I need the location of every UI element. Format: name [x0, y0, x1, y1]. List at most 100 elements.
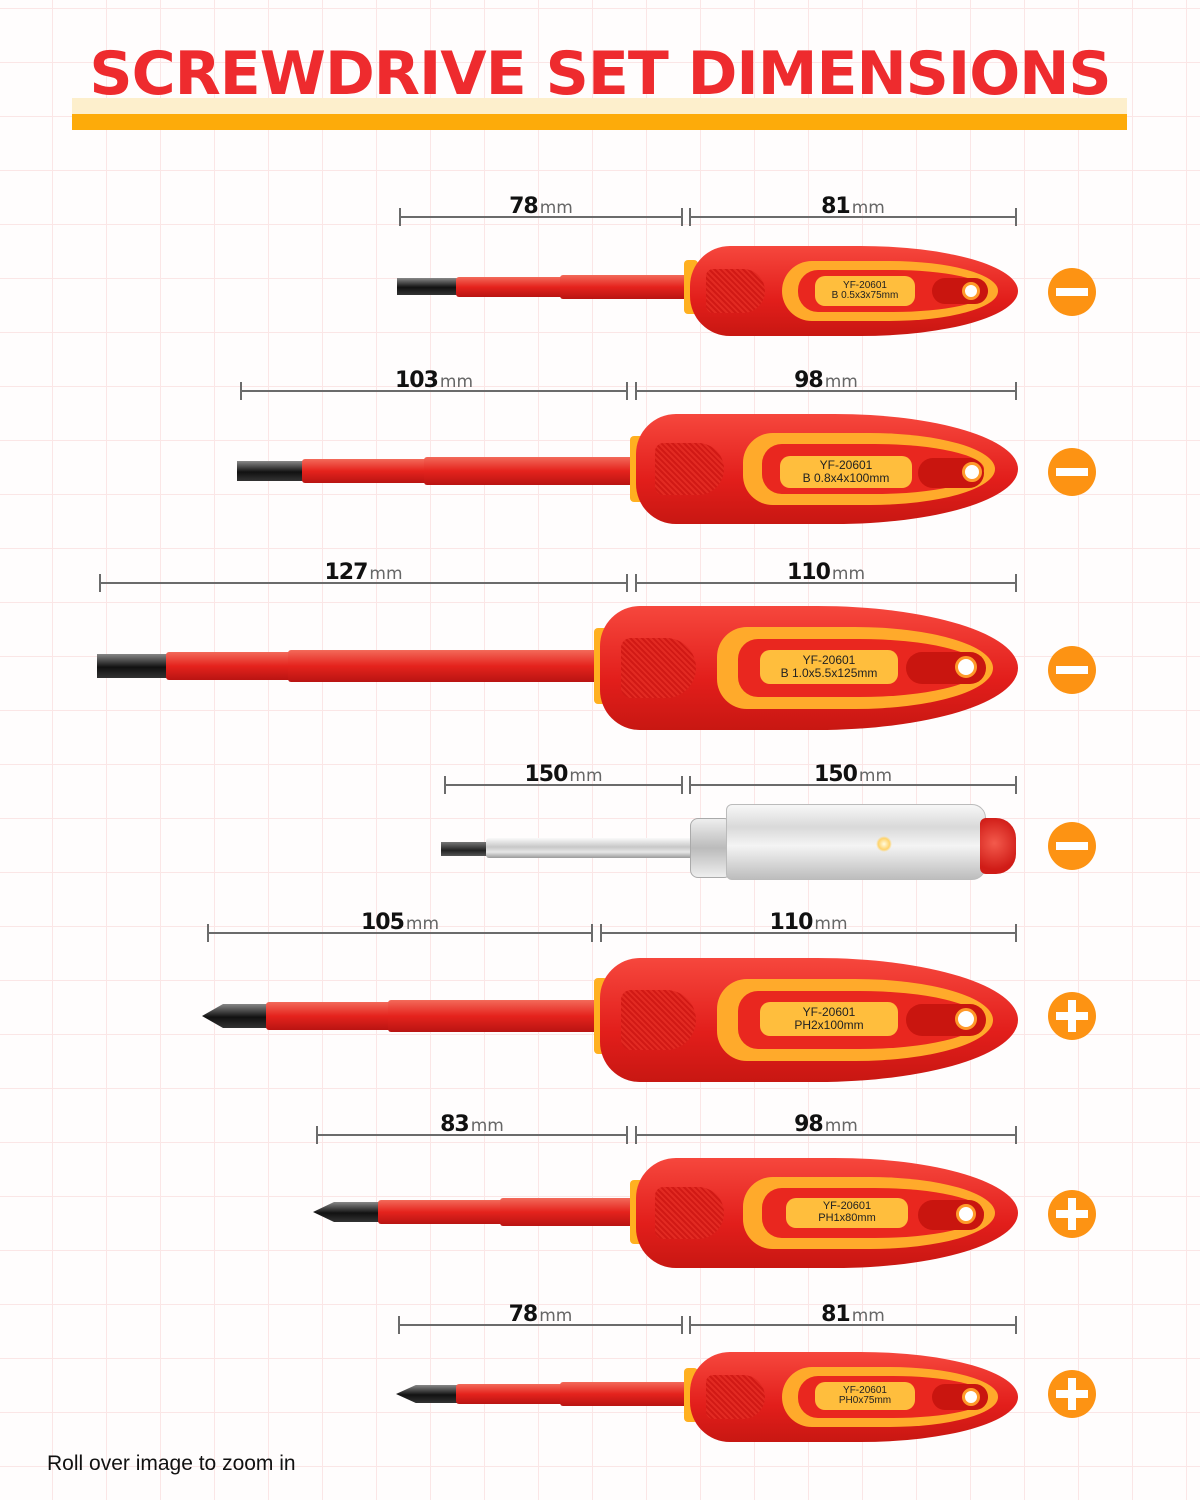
handle-length-value: 98: [794, 1112, 824, 1137]
shaft-length-value: 78: [509, 194, 539, 219]
shaft-insulation: [266, 1002, 396, 1030]
minus-icon: [1048, 448, 1096, 496]
phillips-tip: [202, 1004, 272, 1028]
shaft-insulation: [456, 277, 566, 297]
hang-hole-dot: [962, 462, 982, 482]
unit-label: mm: [824, 372, 858, 392]
plus-icon: [1048, 992, 1096, 1040]
spec-text: B 0.8x4x100mm: [802, 471, 890, 485]
model-number: YF-20601: [802, 1005, 856, 1020]
unit-label: mm: [539, 1306, 573, 1326]
unit-label: mm: [439, 372, 474, 392]
hang-hole-dot: [955, 1008, 977, 1030]
model-number: YF-20601: [843, 279, 887, 291]
shaft-insulation: [166, 652, 296, 680]
shaft-length-value: 83: [440, 1112, 470, 1137]
handle-length-value: 110: [769, 910, 813, 935]
shaft-insulation-thick: [560, 1382, 690, 1406]
shaft-insulation-thick: [500, 1198, 636, 1226]
spec-text: PH2x100mm: [794, 1018, 864, 1032]
handle-length-value: 81: [821, 194, 851, 219]
hang-hole-dot: [962, 1388, 980, 1406]
plus-icon: [1048, 1370, 1096, 1418]
handle-length-value: 110: [786, 560, 831, 585]
page-title: SCREWDRIVE SET DIMENSIONS: [89, 39, 1111, 109]
phillips-tip: [396, 1385, 462, 1403]
shaft-insulation: [302, 459, 432, 483]
shaft-length-value: 105: [360, 910, 405, 935]
slotted-tip: [237, 461, 307, 481]
handle-label: YF-20601 PH1x80mm: [786, 1198, 908, 1228]
hang-hole-dot: [962, 282, 980, 300]
shaft-length-value: 103: [394, 368, 439, 393]
shaft-length-value: 150: [524, 762, 568, 787]
tester-cap: [980, 818, 1016, 874]
model-number: YF-20601: [843, 1384, 887, 1396]
unit-label: mm: [470, 1116, 504, 1136]
hang-hole-dot: [956, 1204, 976, 1224]
handle-label: YF-20601 PH0x75mm: [815, 1382, 915, 1410]
handle-length-value: 81: [821, 1302, 851, 1327]
shaft-length-value: 78: [508, 1302, 539, 1327]
model-number: YF-20601: [822, 1200, 872, 1213]
slotted-tip: [97, 654, 171, 678]
handle-length-value: 150: [813, 762, 858, 787]
tester-body: [726, 804, 986, 880]
unit-label: mm: [569, 766, 603, 786]
shaft-insulation-thick: [288, 650, 600, 682]
shaft-insulation-thick: [388, 1000, 600, 1032]
shaft-insulation-thick: [424, 457, 636, 485]
tester-neck: [690, 818, 732, 878]
title-underline-highlight: [72, 98, 1127, 114]
handle-length-value: 98: [794, 368, 824, 393]
unit-label: mm: [405, 914, 440, 934]
model-number: YF-20601: [802, 653, 856, 668]
title-underline: [72, 114, 1127, 130]
minus-icon: [1048, 646, 1096, 694]
shaft-insulation: [378, 1200, 508, 1224]
spec-text: B 0.5x3x75mm: [831, 290, 899, 301]
spec-text: B 1.0x5.5x125mm: [780, 666, 878, 680]
unit-label: mm: [851, 1306, 885, 1326]
unit-label: mm: [831, 564, 866, 584]
neon-indicator: [876, 836, 892, 852]
unit-label: mm: [814, 914, 848, 934]
model-number: YF-20601: [819, 458, 873, 473]
shaft-insulation-thick: [560, 275, 690, 299]
unit-label: mm: [539, 198, 573, 218]
handle-label: YF-20601 B 0.5x3x75mm: [815, 276, 915, 306]
spec-text: PH1x80mm: [818, 1212, 876, 1224]
handle-label: YF-20601 B 1.0x5.5x125mm: [760, 650, 898, 684]
handle-label: YF-20601 B 0.8x4x100mm: [780, 456, 912, 488]
tester-shaft: [486, 838, 696, 858]
minus-icon: [1048, 822, 1096, 870]
minus-icon: [1048, 268, 1096, 316]
slotted-tip: [397, 278, 459, 295]
slotted-tip: [441, 842, 491, 856]
unit-label: mm: [824, 1116, 858, 1136]
plus-icon: [1048, 1190, 1096, 1238]
hang-hole-dot: [955, 656, 977, 678]
phillips-tip: [313, 1202, 383, 1222]
spec-text: PH0x75mm: [838, 1395, 892, 1406]
zoom-hint: Roll over image to zoom in: [47, 1452, 296, 1475]
